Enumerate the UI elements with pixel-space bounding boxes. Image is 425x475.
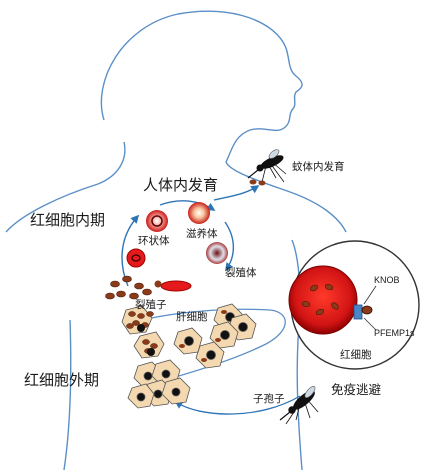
free-rbc xyxy=(126,248,146,268)
label-knob: KNOB xyxy=(374,275,400,285)
head-outline xyxy=(100,10,303,163)
label-immune-evasion: 免疫逃避 xyxy=(331,382,382,397)
label-mosquito-development: 蚊体内发育 xyxy=(292,161,345,173)
hepatocyte-group xyxy=(173,303,257,369)
knob-structure xyxy=(353,304,363,320)
merozoite-single xyxy=(154,280,162,288)
label-red-blood-cell: 红细胞 xyxy=(340,349,372,361)
immune-evasion-panel xyxy=(288,240,420,370)
hepatocyte-cell xyxy=(209,321,239,349)
neck-outline xyxy=(97,141,126,185)
mosquito-top xyxy=(247,149,287,183)
cycle-arrow-top xyxy=(159,200,216,211)
label-pfemp1s: PFEMP1s xyxy=(374,328,415,338)
rbc-parasites xyxy=(301,283,339,316)
merozoite-cluster xyxy=(105,275,152,300)
left-shoulder-outline xyxy=(5,183,99,233)
label-merozoite: 裂殖子 xyxy=(135,299,167,311)
label-human-development: 人体内发育 xyxy=(143,176,219,194)
mosquito-bottom xyxy=(279,386,319,425)
body-outline xyxy=(5,10,347,471)
hepatocyte-cell xyxy=(195,341,225,369)
pfemp1-protein xyxy=(361,305,373,315)
label-intra-erythrocytic: 红细胞内期 xyxy=(30,211,106,229)
sporozoite-to-liver-arrow xyxy=(174,395,301,415)
ring-form-cell xyxy=(146,210,168,232)
infected-hepatocyte-cluster xyxy=(121,305,165,359)
label-ring-form: 环状体 xyxy=(138,235,170,247)
label-extra-erythrocytic: 红细胞外期 xyxy=(24,371,100,389)
pfemp1-pointer xyxy=(363,317,377,331)
knob-pointer xyxy=(363,285,377,305)
liver-lobule xyxy=(127,359,191,409)
right-shoulder-outline xyxy=(225,161,347,233)
mosquito-merozoites xyxy=(249,179,266,186)
label-trophozoite: 滋养体 xyxy=(186,228,218,240)
hepatocyte-cell xyxy=(173,327,203,355)
liver-stage-arrows xyxy=(129,308,301,415)
trophozoite-cell xyxy=(188,202,210,224)
cycle-arrow-right xyxy=(224,221,235,272)
left-arm-outline xyxy=(63,319,72,471)
schizont-cell xyxy=(206,242,228,264)
liver-outline-path xyxy=(129,308,286,385)
large-rbc xyxy=(288,265,358,335)
label-sporozoite: 子孢子 xyxy=(253,393,285,405)
gametocyte-cell xyxy=(160,280,192,292)
label-schizont: 裂殖体 xyxy=(225,267,257,279)
torso-right-outline xyxy=(291,239,303,471)
label-hepatocyte: 肝细胞 xyxy=(176,311,208,323)
arrow-to-mosquito xyxy=(213,185,260,201)
